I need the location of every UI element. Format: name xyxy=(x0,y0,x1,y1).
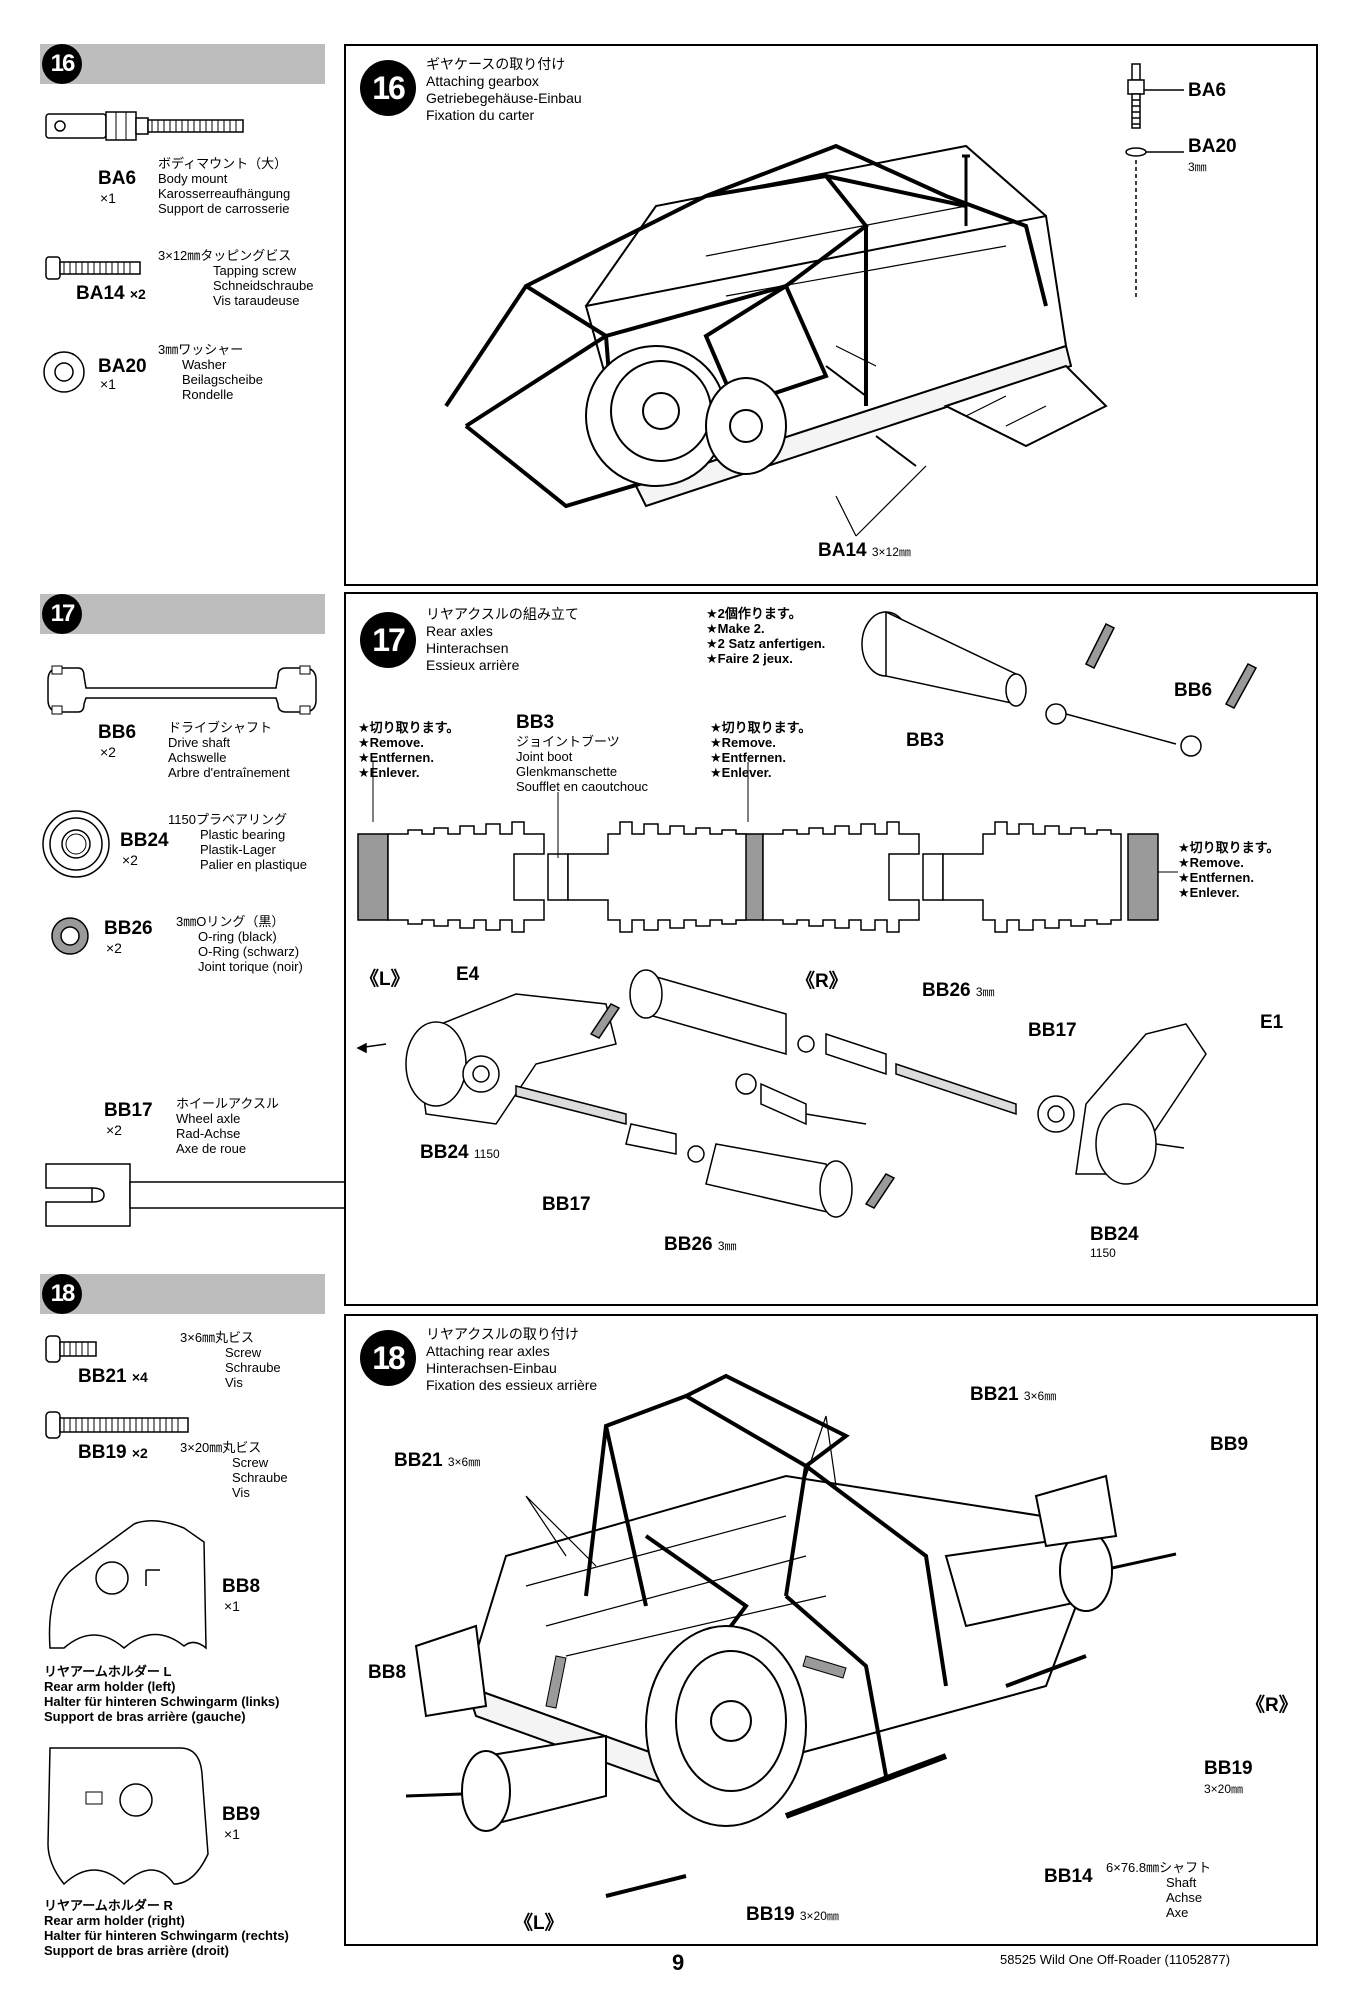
step-18-badge: 18 xyxy=(42,1274,82,1314)
step-16-parts-header xyxy=(40,44,325,84)
screw-3x20-icon xyxy=(45,1411,189,1439)
label-bb26-lower: BB26 3㎜ xyxy=(664,1234,737,1255)
ba6-mount-callout xyxy=(1125,63,1184,300)
part-code-ba14: BA14 ×2 xyxy=(76,283,146,304)
part-qty-bb24: ×2 xyxy=(122,852,138,868)
label-left: 《L》 xyxy=(514,1913,564,1934)
part-code-bb19: BB19 ×2 xyxy=(78,1442,148,1463)
part-qty-ba20: ×1 xyxy=(100,376,116,392)
label-bb8: BB8 xyxy=(368,1662,407,1683)
step-18-panel: 18 リヤアクスルの取り付け Attaching rear axles Hint… xyxy=(344,1314,1318,1946)
o-ring-icon xyxy=(51,917,89,955)
tapping-screw-icon xyxy=(45,256,141,280)
part-code-ba6: BA6 xyxy=(98,168,137,189)
label-right: 《R》 xyxy=(1246,1695,1298,1716)
ba14-leader-lines xyxy=(835,465,927,537)
part-desc-bb24: 1150プラベアリング Plastic bearing Plastik-Lage… xyxy=(168,812,307,872)
label-bb26-upper: BB26 3㎜ xyxy=(922,980,995,1001)
step-17-panel: 17 リヤアクスルの組み立て Rear axles Hinterachsen E… xyxy=(344,592,1318,1306)
label-bb17-upper: BB17 xyxy=(1028,1020,1077,1041)
rear-axle-exploded-illustration xyxy=(356,969,1207,1218)
step-16-title: ギヤケースの取り付け Attaching gearbox Getriebegeh… xyxy=(426,56,582,123)
part-code-bb8: BB8 xyxy=(222,1576,261,1597)
label-bb19-right-size: 3×20㎜ xyxy=(1204,1782,1244,1796)
step-18-parts-header xyxy=(40,1274,325,1314)
rear-arm-holder-left-icon xyxy=(48,1520,207,1650)
joint-boot-label: BB3 ジョイントブーツ Joint boot Glenkmanschette … xyxy=(516,712,649,794)
label-bb14-desc: 6×76.8㎜シャフト Shaft Achse Axe xyxy=(1106,1860,1212,1920)
step-16-panel: 16 ギヤケースの取り付け Attaching gearbox Getriebe… xyxy=(344,44,1318,586)
label-bb3: BB3 xyxy=(906,730,945,751)
part-code-bb21: BB21 ×4 xyxy=(78,1366,148,1387)
part-desc-bb9: リヤアームホルダー R Rear arm holder (right) Halt… xyxy=(44,1898,289,1958)
label-bb14: BB14 xyxy=(1044,1866,1093,1887)
boot-and-shaft-illustration xyxy=(861,610,1258,757)
label-bb19-bottom: BB19 3×20㎜ xyxy=(746,1904,839,1925)
part-qty-bb17: ×2 xyxy=(106,1122,122,1138)
part-qty-bb6: ×2 xyxy=(100,744,116,760)
label-bb9: BB9 xyxy=(1210,1434,1249,1455)
washer-icon xyxy=(43,351,85,393)
drive-shaft-icon xyxy=(47,665,317,715)
rear-arm-holder-right-icon xyxy=(47,1747,209,1886)
step-18-big-badge: 18 xyxy=(360,1330,416,1386)
label-ba6: BA6 xyxy=(1188,80,1227,101)
step-17-title: リヤアクスルの組み立て Rear axles Hinterachsen Essi… xyxy=(426,606,579,673)
remove-note-middle: ★切り取ります。 ★Remove. ★Entfernen. ★Enlever. xyxy=(710,720,812,780)
part-desc-bb19: 3×20㎜丸ビス Screw Schraube Vis xyxy=(180,1440,288,1500)
document-id: 58525 Wild One Off-Roader (11052877) xyxy=(1000,1952,1231,1967)
step-18-title: リヤアクスルの取り付け Attaching rear axles Hintera… xyxy=(426,1326,598,1393)
remove-note-right: ★切り取ります。 ★Remove. ★Entfernen. ★Enlever. xyxy=(1178,840,1280,900)
plastic-bearing-icon xyxy=(42,810,110,878)
label-ba20-size: 3㎜ xyxy=(1188,160,1207,174)
part-qty-bb8: ×1 xyxy=(224,1598,240,1614)
joint-boot-strip-illustration xyxy=(357,762,1178,933)
part-desc-bb6: ドライブシャフト Drive shaft Achswelle Arbre d'e… xyxy=(168,720,290,780)
step-16-badge: 16 xyxy=(42,44,82,84)
part-code-bb24: BB24 xyxy=(120,830,169,851)
label-e1: E1 xyxy=(1260,1012,1284,1033)
label-bb21-left: BB21 3×6㎜ xyxy=(394,1450,481,1471)
part-code-ba20: BA20 xyxy=(98,356,147,377)
label-left: 《L》 xyxy=(360,969,410,990)
part-desc-ba6: ボディマウント（大） Body mount Karosserreaufhängu… xyxy=(158,156,291,216)
body-mount-icon xyxy=(45,111,244,141)
label-bb24-right: BB24 1150 xyxy=(1090,1224,1139,1260)
part-desc-bb21: 3×6㎜丸ビス Screw Schraube Vis xyxy=(180,1330,281,1390)
part-desc-bb17: ホイールアクスル Wheel axle Rad-Achse Axe de rou… xyxy=(176,1096,279,1156)
part-desc-ba14: 3×12㎜タッピングビス Tapping screw Schneidschrau… xyxy=(158,248,314,308)
label-bb21-top: BB21 3×6㎜ xyxy=(970,1384,1057,1405)
label-ba20: BA20 xyxy=(1188,136,1237,157)
label-ba14: BA14 3×12㎜ xyxy=(818,540,911,561)
page-number: 9 xyxy=(672,1950,685,1975)
step-17-badge: 17 xyxy=(42,594,82,634)
label-right: 《R》 xyxy=(796,971,848,992)
part-desc-ba20: 3㎜ワッシャー Washer Beilagscheibe Rondelle xyxy=(158,342,263,402)
step-16-big-badge: 16 xyxy=(360,60,416,116)
part-qty-ba6: ×1 xyxy=(100,190,116,206)
part-desc-bb8: リヤアームホルダー L Rear arm holder (left) Halte… xyxy=(44,1664,280,1724)
part-code-bb6: BB6 xyxy=(98,722,137,743)
gearbox-assembly-illustration xyxy=(444,143,1108,509)
label-bb17-lower: BB17 xyxy=(542,1194,591,1215)
screw-3x6-icon xyxy=(45,1335,97,1363)
make-two-note: ★2個作ります。 ★Make 2. ★2 Satz anfertigen. ★F… xyxy=(706,606,826,666)
part-code-bb17: BB17 xyxy=(104,1100,153,1121)
label-bb24-left: BB24 1150 xyxy=(420,1142,500,1163)
step-17-big-badge: 17 xyxy=(360,612,416,668)
part-qty-bb26: ×2 xyxy=(106,940,122,956)
rear-axle-installation-illustration xyxy=(405,1373,1177,1898)
part-code-bb26: BB26 xyxy=(104,918,153,939)
label-bb6: BB6 xyxy=(1174,680,1213,701)
label-bb19-right: BB19 xyxy=(1204,1758,1253,1779)
label-e4: E4 xyxy=(456,964,480,985)
part-code-bb9: BB9 xyxy=(222,1804,261,1825)
step-17-parts-header xyxy=(40,594,325,634)
part-qty-bb9: ×1 xyxy=(224,1826,240,1842)
part-desc-bb26: 3㎜Oリング（黒） O-ring (black) O-Ring (schwarz… xyxy=(176,914,303,974)
